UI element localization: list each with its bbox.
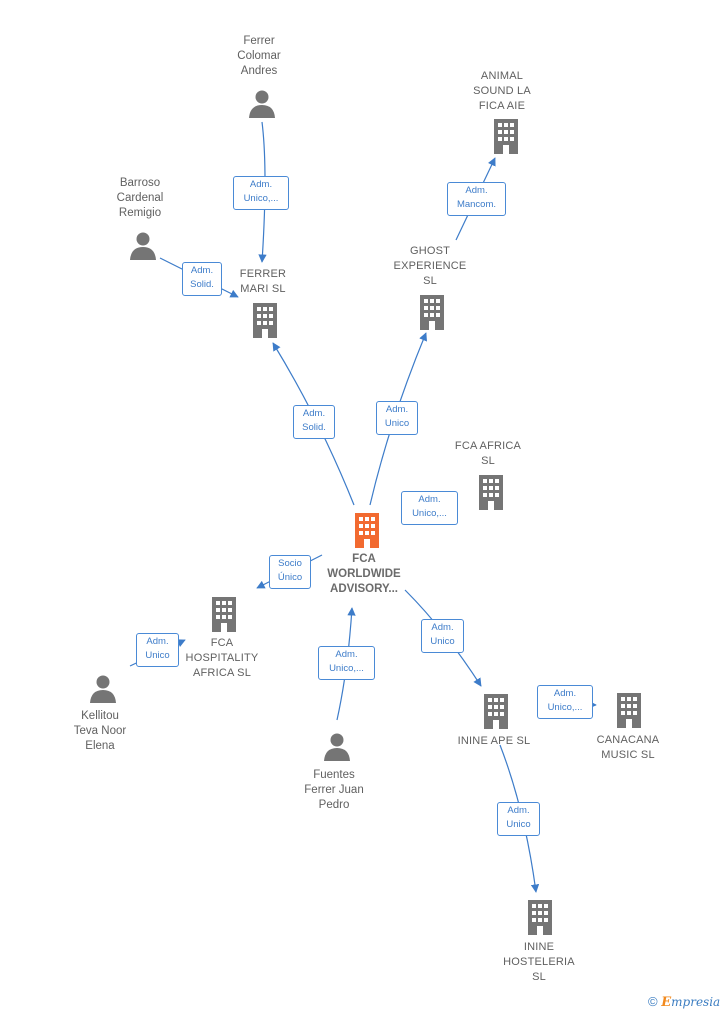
node-label-fca-hospitality[interactable]: FCA HOSPITALITY AFRICA SL — [185, 637, 259, 679]
building-icon — [484, 694, 508, 729]
edge-label[interactable]: Adm. Solid. — [293, 405, 335, 439]
edge-label[interactable]: Adm. Unico,... — [318, 646, 375, 680]
edge-label[interactable]: Adm. Unico,... — [233, 176, 289, 210]
node-label-ferrer-mari[interactable]: FERRER MARI SL — [239, 268, 287, 295]
node-label-animal-sound[interactable]: ANIMAL SOUND LA FICA AIE — [473, 70, 531, 112]
brand-initial: E — [661, 995, 672, 1010]
footer-brand[interactable]: © Empresia — [648, 994, 720, 1010]
person-icon — [324, 733, 350, 761]
building-icon — [420, 295, 444, 330]
copyright-symbol: © — [648, 994, 658, 1009]
node-label-fca-worldwide[interactable]: FCA WORLDWIDE ADVISORY... — [327, 553, 401, 595]
building-icon — [479, 475, 503, 510]
edge-label[interactable]: Adm. Unico,... — [537, 685, 593, 719]
main-building-icon — [355, 513, 379, 548]
person-icon — [90, 675, 116, 703]
node-label-kellitou[interactable]: Kellitou Teva Noor Elena — [73, 710, 127, 752]
edge-label[interactable]: Adm. Mancom. — [447, 182, 506, 216]
node-label-canacana[interactable]: CANACANA MUSIC SL — [596, 734, 660, 761]
node-label-barroso[interactable]: Barroso Cardenal Remigio — [116, 177, 164, 219]
building-icon — [253, 303, 277, 338]
brand-name: mpresia — [671, 995, 721, 1009]
edge-label[interactable]: Adm. Unico,... — [401, 491, 458, 525]
node-label-fca-africa[interactable]: FCA AFRICA SL — [454, 440, 522, 467]
node-label-inine-ape[interactable]: ININE APE SL — [457, 735, 531, 747]
node-label-inine-hosteleria[interactable]: ININE HOSTELERIA SL — [503, 941, 575, 983]
building-icon — [617, 693, 641, 728]
node-label-ghost-experience[interactable]: GHOST EXPERIENCE SL — [393, 245, 467, 287]
node-label-fuentes[interactable]: Fuentes Ferrer Juan Pedro — [304, 769, 364, 811]
node-label-ferrer-colomar[interactable]: Ferrer Colomar Andres — [237, 35, 281, 77]
person-icon — [249, 90, 275, 118]
edge-label[interactable]: Adm. Unico — [421, 619, 464, 653]
building-icon — [212, 597, 236, 632]
edge-label[interactable]: Adm. Unico — [376, 401, 418, 435]
edge-label[interactable]: Adm. Unico — [136, 633, 179, 667]
edge-label[interactable]: Socio Único — [269, 555, 311, 589]
building-icon — [494, 119, 518, 154]
person-icon — [130, 232, 156, 260]
edge-label[interactable]: Adm. Unico — [497, 802, 540, 836]
edge-label[interactable]: Adm. Solid. — [182, 262, 222, 296]
building-icon — [528, 900, 552, 935]
